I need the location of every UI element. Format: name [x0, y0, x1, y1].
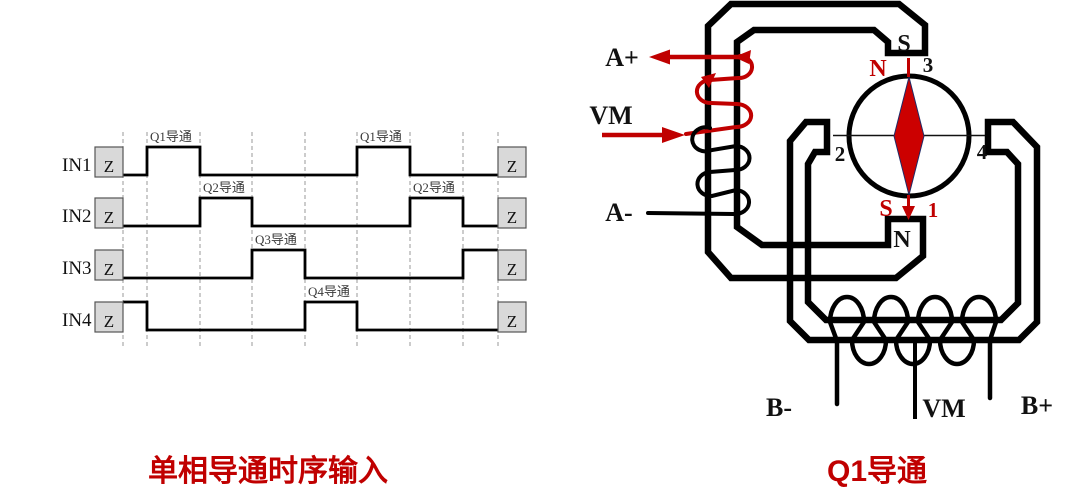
signal-waveform	[123, 300, 498, 332]
z-state-box	[497, 146, 527, 178]
a-coil-red-winding	[684, 54, 754, 136]
b-phase-core	[786, 118, 1041, 344]
conduction-label: Q2导通	[203, 180, 245, 195]
conduction-label: Q1导通	[150, 129, 192, 144]
signal-name-label: IN3	[62, 258, 92, 279]
z-state-box	[497, 301, 527, 333]
position-3-label: 3	[923, 53, 934, 77]
position-1-label: 1	[928, 198, 939, 222]
z-state-label: Z	[507, 260, 517, 279]
position-4-label: 4	[977, 140, 988, 164]
terminal-b-minus-label: B-	[766, 393, 792, 422]
z-state-label: Z	[104, 157, 114, 176]
z-state-label: Z	[507, 208, 517, 227]
terminal-vm-b-label: VM	[922, 394, 965, 423]
conduction-label: Q2导通	[413, 180, 455, 195]
terminal-b-plus-label: B+	[1021, 391, 1053, 420]
rotor-north-label: N	[869, 56, 887, 82]
a-plus-inner-arrowhead-icon	[734, 50, 751, 64]
motor-diagram: A+ VM A- B- VM B+ S N N S 1 2 3 4	[589, 0, 1053, 423]
z-state-label: Z	[104, 312, 114, 331]
signal-name-label: IN1	[62, 155, 92, 176]
signal-waveform	[123, 145, 498, 177]
z-state-label: Z	[507, 157, 517, 176]
signal-name-label: IN4	[62, 310, 92, 331]
terminal-vm-a-label: VM	[589, 101, 632, 130]
terminal-a-minus-label: A-	[605, 198, 632, 227]
a-plus-arrowhead-icon	[649, 49, 670, 65]
vm-arrowhead-icon	[662, 127, 685, 143]
z-state-box	[497, 249, 527, 281]
caption-timing: 单相导通时序输入	[148, 454, 388, 488]
conduction-label: Q1导通	[360, 129, 402, 144]
z-state-box	[94, 197, 124, 229]
stator-top-pole-label: S	[897, 31, 910, 57]
position-2-label: 2	[835, 142, 846, 166]
signal-waveform	[123, 196, 498, 228]
rotor-south-arrowhead-icon	[902, 206, 915, 220]
conduction-label: Q4导通	[308, 284, 350, 299]
terminal-a-plus-label: A+	[605, 43, 639, 72]
rotor-south-label: S	[879, 196, 892, 222]
signal-name-label: IN2	[62, 206, 92, 227]
z-state-box	[94, 249, 124, 281]
a-coil-black-winding	[646, 125, 752, 217]
signal-waveform	[123, 248, 498, 280]
a-phase-core	[704, 0, 929, 282]
z-state-box	[497, 197, 527, 229]
z-state-label: Z	[507, 312, 517, 331]
caption-q1-conduction: Q1导通	[827, 455, 927, 488]
stator-bottom-pole-label: N	[893, 227, 911, 253]
z-state-label: Z	[104, 260, 114, 279]
z-state-box	[94, 146, 124, 178]
winding-direction-arrowhead-icon	[701, 73, 716, 88]
z-state-box	[94, 301, 124, 333]
conduction-label: Q3导通	[255, 232, 297, 247]
z-state-label: Z	[104, 208, 114, 227]
